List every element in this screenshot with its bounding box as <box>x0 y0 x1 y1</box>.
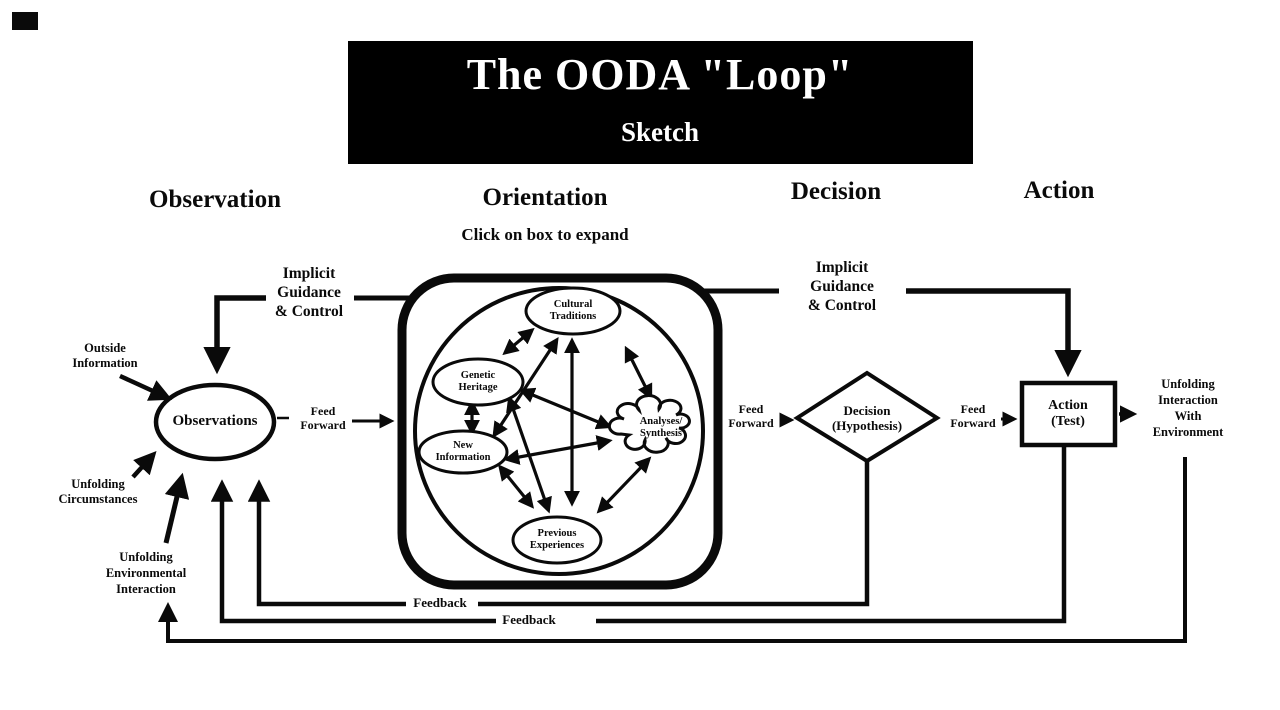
column-header-observation: Observation <box>149 186 281 213</box>
feedback-2-label: Feedback <box>499 612 559 628</box>
previous-experiences-label: Previous Experiences <box>529 528 585 551</box>
implicit-guidance-right-label: Implicit Guidance & Control <box>807 259 877 314</box>
page-title: The OODA "Loop" <box>466 50 854 99</box>
expand-hint: Click on box to expand <box>461 225 629 244</box>
title-banner <box>348 41 973 164</box>
observations-label: Observations <box>172 413 258 429</box>
implicit-guidance-right-path <box>704 288 1082 378</box>
scan-artifact-mark <box>12 12 38 30</box>
cultural-traditions-label: Cultural Traditions <box>549 299 597 322</box>
action-box <box>1019 380 1118 448</box>
unfolding-interaction-label: Unfolding Interaction With Environment <box>1152 377 1224 439</box>
outside-information-label: Outside Information <box>72 341 138 370</box>
feedback-decision-line <box>478 461 870 607</box>
genetic-heritage-label: Genetic Heritage <box>458 370 498 393</box>
unfolding-circumstances-arrow <box>131 450 157 479</box>
feedback-1-label: Feedback <box>410 595 470 611</box>
orientation-interaction-arrows <box>464 327 653 514</box>
column-header-orientation: Orientation <box>482 184 608 211</box>
implicit-guidance-left-path <box>203 295 412 375</box>
analyses-synthesis-label: Analyses/ Synthesis <box>639 416 683 439</box>
feedback-loops <box>158 447 1187 643</box>
orientation-nodes <box>417 286 691 565</box>
unfolding-environmental-label: Unfolding Environmental Interaction <box>105 550 187 596</box>
implicit-guidance-left-label: Implicit Guidance & Control <box>274 265 344 320</box>
input-arrows <box>119 373 190 544</box>
page-subtitle: Sketch <box>620 117 700 147</box>
cultural-traditions-ellipse <box>524 286 622 336</box>
action-label: Action (Test) <box>1048 398 1088 429</box>
analyses-synthesis-cloud <box>607 394 691 454</box>
new-information-label: New Information <box>435 440 491 463</box>
feed-forward-1-label: Feed Forward <box>300 404 346 432</box>
unfolding-environmental-arrow <box>163 472 190 544</box>
column-header-decision: Decision <box>790 178 882 205</box>
decision-diamond <box>793 370 941 464</box>
unfolding-circumstances-label: Unfolding Circumstances <box>58 477 138 506</box>
column-header-action: Action <box>1023 177 1095 204</box>
new-information-ellipse <box>417 429 509 475</box>
outside-information-arrow <box>119 373 173 401</box>
feed-forward-arrows <box>277 405 1138 429</box>
previous-experiences-ellipse <box>511 515 603 565</box>
feed-forward-3-label: Feed Forward <box>950 402 996 430</box>
observations-ellipse <box>153 382 277 462</box>
genetic-heritage-ellipse <box>431 357 525 407</box>
decision-label: Decision (Hypothesis) <box>831 403 903 433</box>
feed-forward-2-label: Feed Forward <box>728 402 774 430</box>
feedback-action-line <box>596 447 1067 624</box>
environment-feedback-line <box>158 457 1187 643</box>
